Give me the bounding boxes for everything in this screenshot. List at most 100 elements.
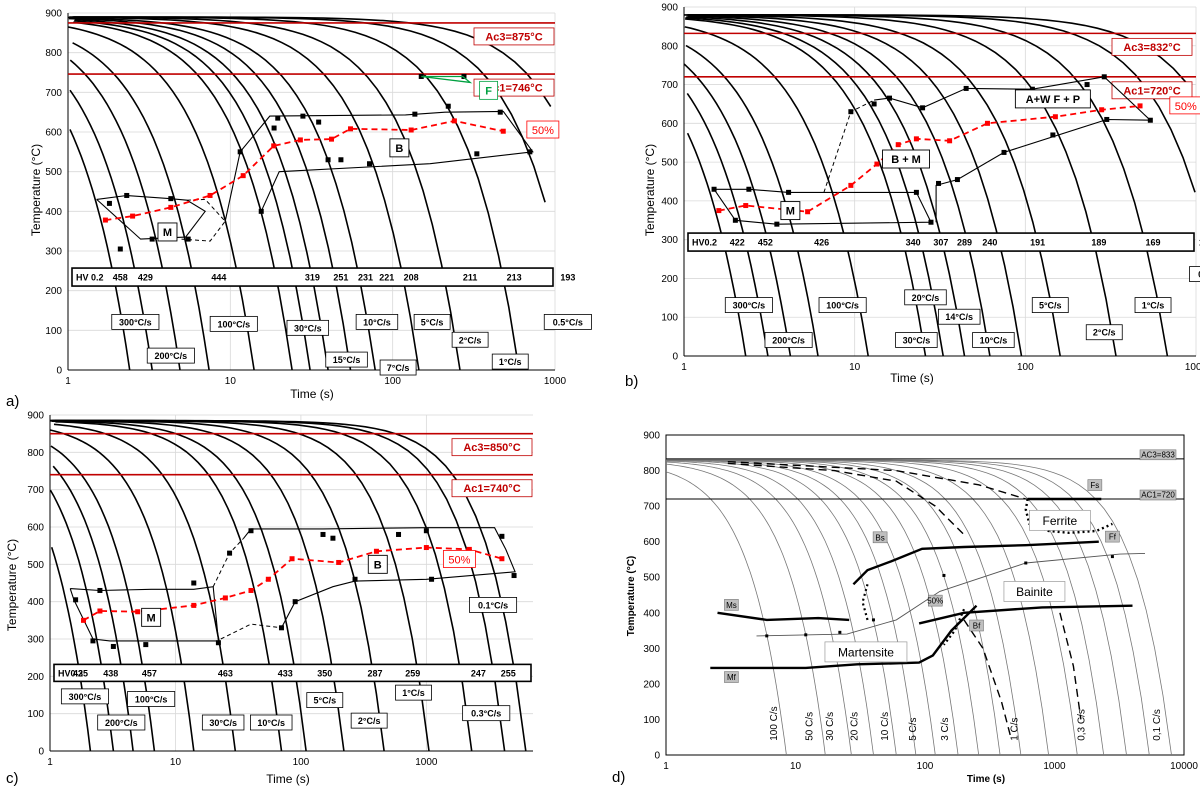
- data-marker: [920, 105, 926, 111]
- data-marker: [499, 533, 505, 539]
- hv-value: 213: [507, 273, 522, 283]
- bs-curve: [852, 540, 1099, 586]
- y-tick-label: 100: [661, 313, 678, 324]
- cooling-curve: [54, 419, 527, 752]
- fifty-percent-marker: [913, 136, 919, 142]
- cooling-curve: [665, 463, 826, 756]
- y-tick-label: 0: [654, 751, 660, 762]
- cooling-rate-label: 30°C/s: [294, 323, 322, 333]
- hv-value: 164: [1199, 238, 1200, 248]
- fifty-percent-marker: [1099, 107, 1105, 113]
- panel-c-xlabel: Time (s): [266, 772, 310, 786]
- ac-label-box: [473, 27, 555, 46]
- hv-header: HV0.2: [58, 668, 83, 678]
- ac3-label: Ac3=850°C: [463, 442, 520, 454]
- cooling-curve: [666, 459, 1172, 756]
- rate-label-box: [350, 712, 388, 729]
- marker-label: 50%: [927, 597, 943, 606]
- data-marker: [913, 189, 919, 195]
- phase-label: B: [395, 143, 403, 155]
- fifty-percent-marker: [423, 545, 429, 551]
- y-tick-label: 800: [45, 48, 62, 59]
- data-marker: [928, 219, 934, 225]
- cooling-curve: [69, 129, 131, 371]
- data-marker: [106, 200, 112, 206]
- fifty-percent-box: [442, 550, 476, 568]
- hv-value: 189: [1091, 238, 1106, 248]
- x-tick-label: 1: [47, 757, 53, 768]
- data-marker: [774, 221, 780, 227]
- y-tick-label: 500: [661, 158, 678, 169]
- rate-label-box: [972, 332, 1015, 348]
- data-marker: [248, 528, 254, 534]
- hv-bar: [53, 663, 532, 683]
- cooling-rate-label: 0.1°C/s: [478, 600, 508, 610]
- cooling-rate-label: 100 C/s: [769, 706, 780, 740]
- data-marker: [1001, 149, 1007, 155]
- y-tick-label: 900: [661, 3, 678, 14]
- rate-label-box: [462, 705, 511, 722]
- rate-label-box: [201, 714, 245, 731]
- fifty-percent-marker: [265, 576, 271, 582]
- data-marker: [429, 576, 435, 582]
- cooling-rate-label: 30°C/s: [903, 335, 931, 345]
- cooling-curve: [665, 471, 787, 756]
- data-marker: [511, 573, 517, 579]
- rate-label-box: [1189, 266, 1200, 282]
- fifty-percent-marker: [947, 138, 953, 144]
- data-marker: [396, 531, 402, 537]
- fifty-percent-marker: [466, 546, 472, 552]
- hv-value: 444: [211, 273, 226, 283]
- transition-dashed: [212, 537, 245, 587]
- bainite-finish-dotted: [943, 608, 966, 646]
- marker-label: Fs: [1090, 481, 1099, 490]
- ac3-label: Ac3=832°C: [1123, 42, 1180, 54]
- cooling-rate-label: 100°C/s: [217, 319, 250, 329]
- cooling-curve: [685, 18, 927, 357]
- phase-label-box: [367, 554, 388, 574]
- fifty-percent-marker: [130, 213, 136, 219]
- y-tick-label: 700: [45, 88, 62, 99]
- data-marker: [278, 625, 284, 631]
- phase-label: B: [374, 559, 382, 571]
- cooling-rate-label: 200°C/s: [105, 718, 138, 728]
- cooling-curve: [69, 59, 181, 371]
- rate-label-box: [764, 332, 813, 348]
- data-marker: [848, 109, 854, 115]
- ac3-label: AC3=833: [1141, 450, 1175, 459]
- cooling-rate-label: 300°C/s: [69, 692, 102, 702]
- cooling-curve: [691, 14, 1023, 357]
- cooling-curve: [665, 460, 897, 756]
- y-tick-label: 100: [643, 715, 660, 726]
- phase-label-box: [1029, 509, 1091, 531]
- hv-value: 231: [358, 273, 373, 283]
- fifty-percent-curve: [718, 105, 1141, 213]
- x-tick-label: 10: [849, 362, 861, 373]
- panel-b-ylabel: Temperature (°C): [643, 144, 657, 236]
- phase-label-box: [824, 641, 908, 663]
- data-marker: [271, 125, 277, 131]
- y-tick-label: 300: [45, 247, 62, 258]
- cooling-rate-label: 2°C/s: [358, 716, 381, 726]
- cooling-rate-label: 10°C/s: [363, 317, 391, 327]
- fifty-percent-marker: [805, 209, 811, 215]
- rate-label-box: [355, 313, 399, 330]
- rate-label-box: [395, 684, 432, 701]
- bf-curve: [918, 604, 1133, 625]
- rate-label-box: [543, 313, 592, 330]
- fifty-percent-marker: [81, 617, 87, 623]
- data-marker: [338, 157, 344, 163]
- hv-value: 458: [113, 273, 128, 283]
- cooling-curve: [686, 14, 1061, 357]
- fifty-percent-curve: [756, 552, 1146, 637]
- fifty-percent-marker: [1024, 561, 1028, 565]
- x-tick-label: 1000: [415, 757, 438, 768]
- data-marker: [227, 550, 233, 556]
- marker-label: Bf: [973, 622, 981, 631]
- cooling-rate-label: 14°C/s: [945, 312, 973, 322]
- transition-dashed: [181, 198, 226, 242]
- data-marker: [871, 101, 877, 107]
- y-tick-label: 400: [661, 196, 678, 207]
